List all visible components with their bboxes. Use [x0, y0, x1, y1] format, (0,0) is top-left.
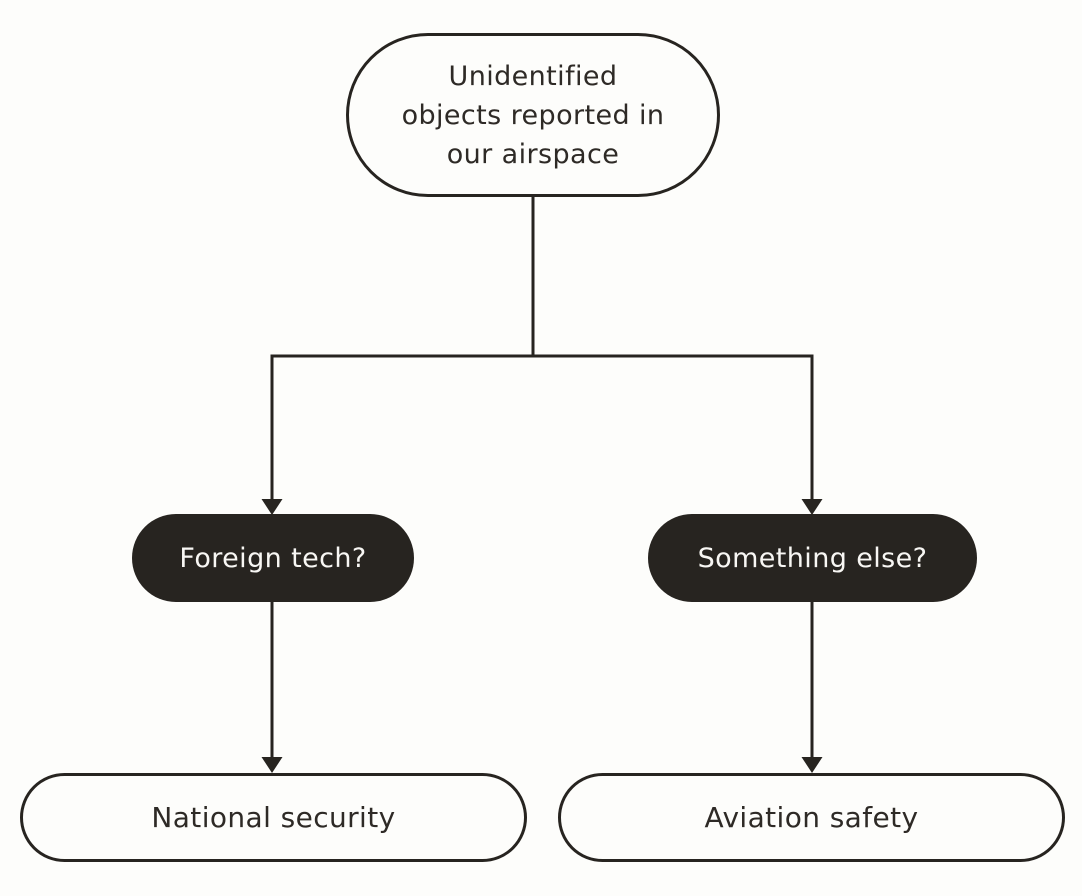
arrowhead-down-branch-left: [261, 499, 283, 515]
arrowhead-down-outcome-right: [801, 757, 823, 773]
node-branch-something-else-label: Something else?: [697, 542, 928, 574]
node-branch-something-else: Something else?: [648, 514, 977, 602]
node-branch-foreign-tech-label: Foreign tech?: [179, 542, 367, 574]
arrowhead-down-branch-right: [801, 499, 823, 515]
node-outcome-aviation-safety: Aviation safety: [558, 773, 1065, 862]
node-outcome-national-security-label: National security: [151, 801, 396, 834]
node-root-label: Unidentified objects reported in our air…: [401, 60, 665, 170]
arrowhead-down-outcome-left: [261, 757, 283, 773]
node-root: Unidentified objects reported in our air…: [346, 33, 720, 197]
node-outcome-national-security: National security: [20, 773, 527, 862]
node-outcome-aviation-safety-label: Aviation safety: [704, 801, 919, 834]
node-branch-foreign-tech: Foreign tech?: [132, 514, 414, 602]
